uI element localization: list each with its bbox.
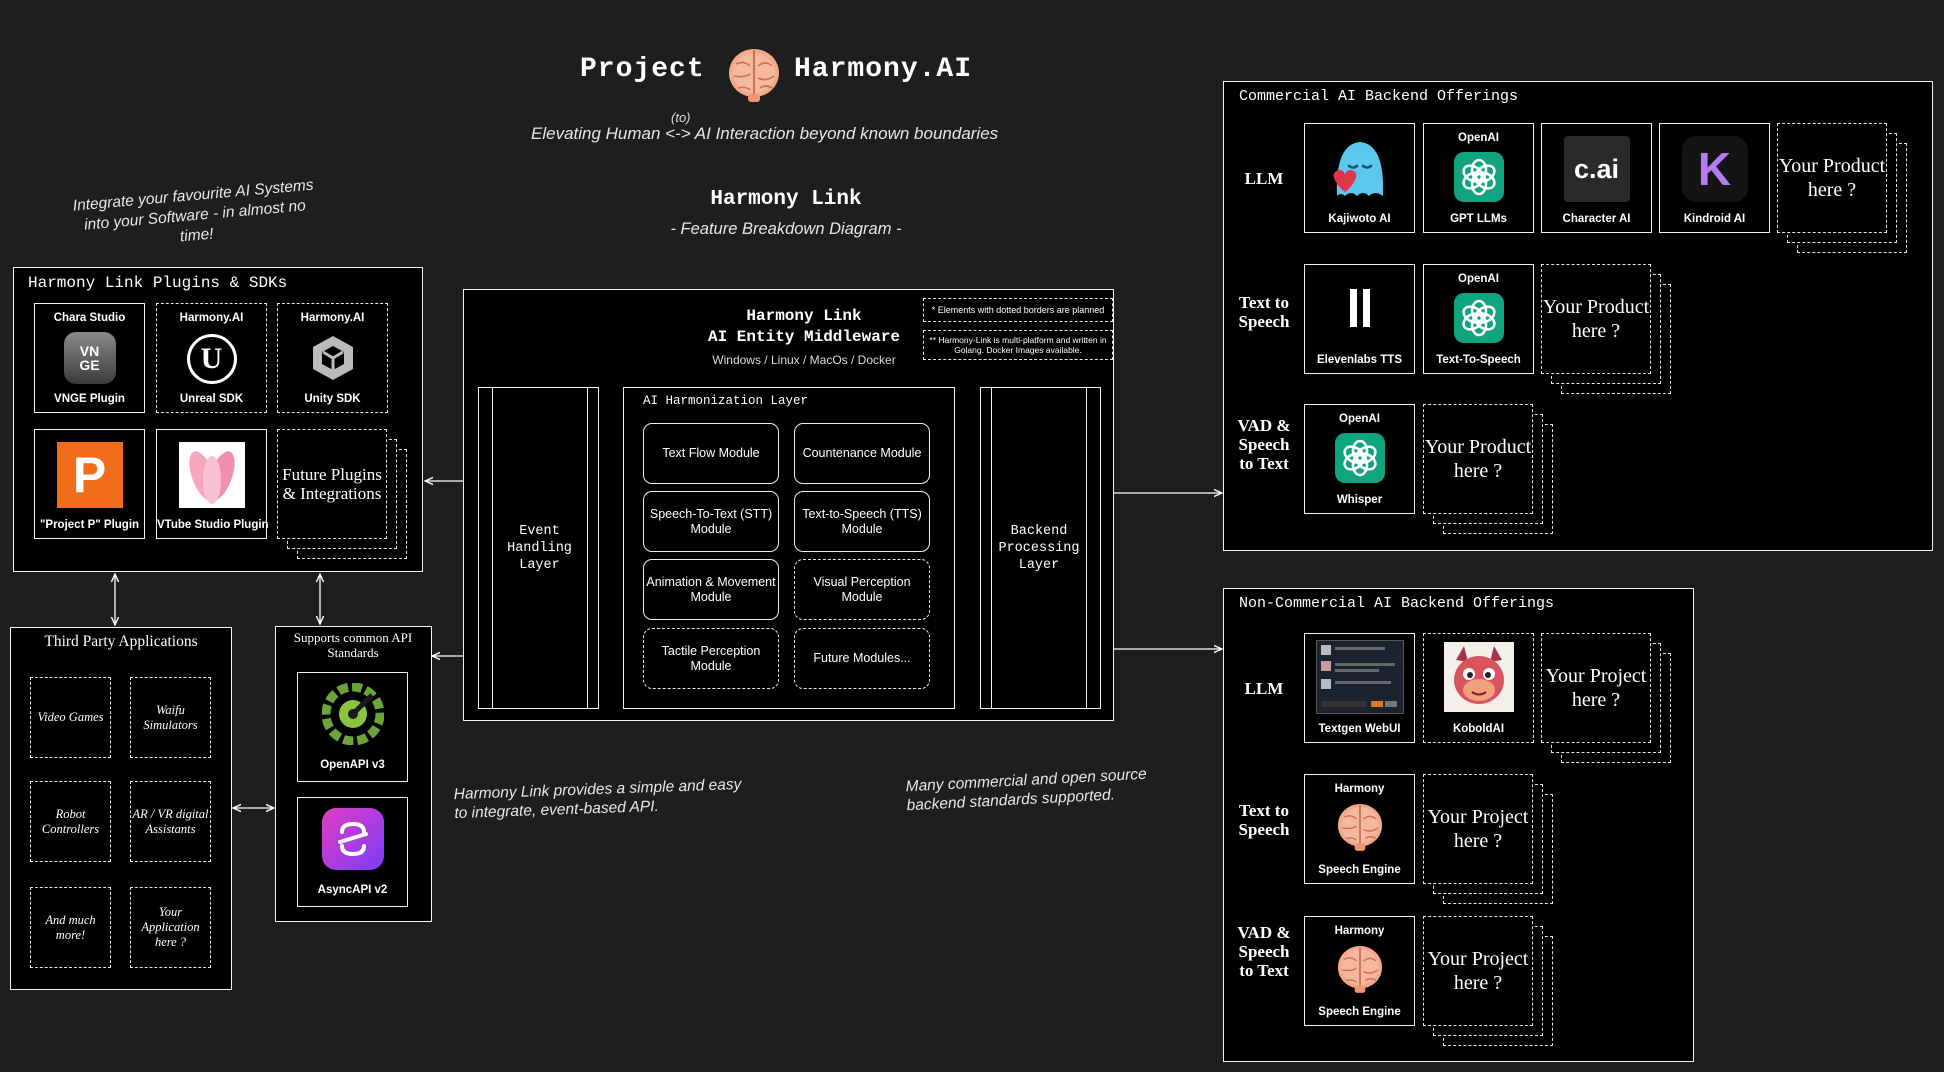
app-and-much-more[interactable]: And much more! [30,887,111,968]
app-your-application[interactable]: Your Application here ? [130,887,211,968]
backend-processing-label: Backend Processing Layer [998,523,1080,573]
brain-icon [1337,801,1383,853]
api-card-openapi[interactable]: OpenAPI v3 [297,672,408,782]
harmony-link-title: Harmony Link [710,188,862,211]
legend-note-dotted: * Elements with dotted borders are plann… [923,298,1113,322]
diagram-subtitle: - Feature Breakdown Diagram - [670,220,902,238]
asyncapi-icon [321,808,384,870]
backend-card-kindroid[interactable]: K Kindroid AI [1659,123,1770,233]
plugin-card-project-p[interactable]: P "Project P" Plugin [34,429,145,539]
third-party-panel: Third Party Applications Video Games Wai… [10,627,232,990]
noncommercial-vad-placeholder: Your Project here ? [1423,916,1533,1026]
commercial-vad-placeholder-stack[interactable]: Your Product here ? [1423,404,1553,534]
backend-card-harmony-stt[interactable]: Harmony Speech Engine [1304,916,1415,1026]
unity-icon [307,332,359,384]
module-visual-perception[interactable]: Visual Perception Module [794,559,930,620]
noncommercial-llm-placeholder-stack[interactable]: Your Project here ? [1541,633,1671,763]
module-text-flow[interactable]: Text Flow Module [643,423,779,484]
api-card-asyncapi[interactable]: AsyncAPI v2 [297,797,408,907]
kajiwoto-icon [1327,136,1393,202]
third-party-title: Third Party Applications [44,633,198,650]
middleware-title-2: AI Entity Middleware [707,328,901,346]
to-annotation: (to) [671,110,691,125]
module-animation-movement[interactable]: Animation & Movement Module [643,559,779,620]
plugin-card-unreal[interactable]: Harmony.AI U Unreal SDK [156,303,267,413]
noncommercial-tts-placeholder-stack[interactable]: Your Project here ? [1423,774,1553,904]
backend-card-koboldai[interactable]: KoboldAI [1423,633,1534,743]
title-project: Project [580,54,705,85]
kindroid-icon: K [1681,136,1748,202]
openai-icon [1334,433,1385,483]
middleware-title-1: Harmony Link [746,307,862,325]
noncommercial-vad-placeholder-stack[interactable]: Your Project here ? [1423,916,1553,1046]
plugins-panel: Harmony Link Plugins & SDKs Chara Studio… [13,267,423,572]
plugin-card-unity[interactable]: Harmony.AI Unity SDK [277,303,388,413]
noncommercial-row-llm: LLM [1244,679,1284,698]
openai-icon [1453,152,1504,202]
module-tts[interactable]: Text-to-Speech (TTS) Module [794,491,930,552]
commercial-title: Commercial AI Backend Offerings [1239,88,1519,105]
backend-card-openai-tts[interactable]: OpenAI Text-To-Speech [1423,264,1534,374]
event-handling-layer: Event Handling Layer [478,387,599,709]
app-waifu-simulators[interactable]: Waifu Simulators [130,677,211,758]
textgen-webui-icon [1315,640,1404,714]
module-tactile-perception[interactable]: Tactile Perception Module [643,628,779,689]
openapi-icon [321,682,384,746]
commercial-tts-placeholder-stack[interactable]: Your Product here ? [1541,264,1671,394]
module-countenance[interactable]: Countenance Module [794,423,930,484]
backend-card-harmony-tts[interactable]: Harmony Speech Engine [1304,774,1415,884]
koboldai-icon [1443,642,1514,712]
backend-card-kajiwoto[interactable]: Kajiwoto AI [1304,123,1415,233]
unreal-icon: U [186,334,237,384]
backend-card-character-ai[interactable]: c.ai Character AI [1541,123,1652,233]
commercial-row-llm: LLM [1244,169,1284,188]
noncommercial-tts-placeholder: Your Project here ? [1423,774,1533,884]
commercial-panel: Commercial AI Backend Offerings LLM Kaji… [1223,81,1933,551]
elevenlabs-icon [1340,285,1380,335]
title-harmony-ai: Harmony.AI [794,54,973,85]
commercial-row-tts: Text to Speech [1238,293,1290,331]
plugins-title: Harmony Link Plugins & SDKs [28,274,288,292]
app-robot-controllers[interactable]: Robot Controllers [30,781,111,862]
module-stt[interactable]: Speech-To-Text (STT) Module [643,491,779,552]
backend-card-gpt-llms[interactable]: OpenAI GPT LLMs [1423,123,1534,233]
tagline: Elevating Human <-> AI Interaction beyon… [531,124,999,143]
legend-note-platform: ** Harmony-Link is multi-platform and wr… [923,330,1113,360]
backend-card-whisper[interactable]: OpenAI Whisper [1304,404,1415,514]
commercial-vad-placeholder: Your Product here ? [1423,404,1533,514]
backend-card-textgen-webui[interactable]: Textgen WebUI [1304,633,1415,743]
event-handling-label: Event Handling Layer [507,523,572,573]
harmonization-title: AI Harmonization Layer [643,394,809,408]
plugin-future-stack[interactable]: Future Plugins & Integrations [277,429,407,559]
noncommercial-title: Non-Commercial AI Backend Offerings [1239,595,1555,612]
brain-icon [1337,943,1383,995]
openai-icon [1453,293,1504,343]
harmonization-layer: AI Harmonization Layer Text Flow Module … [623,387,955,709]
app-ar-vr-assistants[interactable]: AR / VR digital Assistants [130,781,211,862]
api-standards-panel: Supports common API Standards OpenAPI v3… [275,626,432,922]
plugin-card-vtube-studio[interactable]: VTube Studio Plugin [156,429,269,539]
noncommercial-panel: Non-Commercial AI Backend Offerings LLM … [1223,588,1694,1062]
backend-processing-layer: Backend Processing Layer [980,387,1101,709]
noncommercial-llm-placeholder: Your Project here ? [1541,633,1651,743]
character-ai-icon: c.ai [1563,136,1630,202]
module-future[interactable]: Future Modules... [794,628,930,689]
middleware-panel: Harmony Link AI Entity Middleware Window… [463,289,1114,721]
middleware-platforms: Windows / Linux / MacOs / Docker [712,353,896,367]
app-video-games[interactable]: Video Games [30,677,111,758]
commercial-llm-placeholder-stack[interactable]: Your Product here ? [1777,123,1907,253]
vtube-studio-icon [178,442,245,508]
noncommercial-row-tts: Text to Speech [1238,801,1290,839]
future-plugins-label: Future Plugins & Integrations [277,429,387,539]
commercial-row-vad-stt: VAD & Speech to Text [1237,416,1291,473]
project-p-icon: P [56,442,123,508]
backend-card-elevenlabs[interactable]: Elevenlabs TTS [1304,264,1415,374]
commercial-llm-placeholder: Your Product here ? [1777,123,1887,233]
noncommercial-row-vad-stt: VAD & Speech to Text [1237,923,1291,980]
commercial-tts-placeholder: Your Product here ? [1541,264,1651,374]
api-standards-title: Supports common API Standards [293,630,413,660]
brain-logo-icon [728,46,780,104]
